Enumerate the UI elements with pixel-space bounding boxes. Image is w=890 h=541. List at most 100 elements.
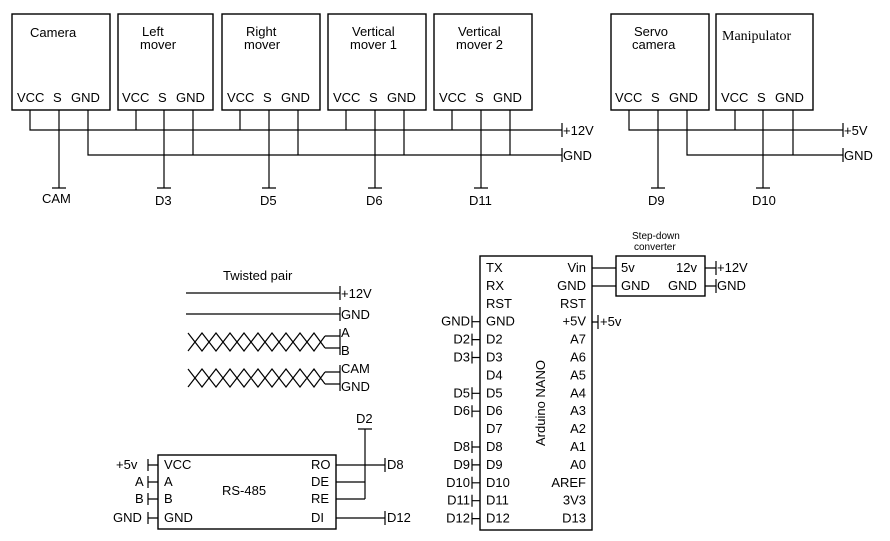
camera-pin-vcc: VCC: [17, 90, 44, 105]
arduino-right-pin: A0: [570, 457, 586, 472]
arduino-right-pin: A2: [570, 421, 586, 436]
step-down-title-1: Step-down: [632, 231, 680, 242]
arduino-left-pin: RX: [486, 278, 504, 293]
twisted-label-gnd-2: GND: [341, 379, 370, 394]
rs485-module: RS-485 VCC A B GND +5v A B GND RO DE RE …: [113, 411, 411, 530]
rs485-net-d2: D2: [356, 411, 373, 426]
servo-camera-module: Servo camera VCC S GND: [610, 13, 710, 111]
twisted-pair-cam: [187, 365, 341, 391]
arduino-left-pin: D9: [486, 457, 503, 472]
manipulator-pin-s: S: [757, 90, 766, 105]
rs485-pin-gnd: GND: [164, 510, 193, 525]
arduino-net-terminal: [471, 476, 480, 489]
vertical-mover-1-title-2: mover 1: [350, 37, 397, 52]
camera-pin-gnd: GND: [71, 90, 100, 105]
servo-camera-title-2: camera: [632, 37, 676, 52]
servo-camera-signal-label: D9: [648, 193, 665, 208]
vertical-mover-2-pin-vcc: VCC: [439, 90, 466, 105]
vertical-mover-2-pin-s: S: [475, 90, 484, 105]
arduino-left-pin: GND: [486, 314, 515, 329]
vertical-mover-1-module: Vertical mover 1 VCC S GND: [327, 13, 427, 111]
arduino-left-net: D11: [447, 493, 470, 508]
twisted-label-a: A: [341, 325, 350, 340]
servo-camera-title-1: Servo: [634, 24, 668, 39]
step-down-pin-gnd-left: GND: [621, 278, 650, 293]
arduino-right-pin: A1: [570, 439, 586, 454]
twisted-label-gnd: GND: [341, 307, 370, 322]
arduino-right-pin: A5: [570, 367, 586, 382]
rs485-pin-de: DE: [311, 474, 329, 489]
arduino-left-pin: D8: [486, 439, 503, 454]
arduino-left-pin: D3: [486, 350, 503, 365]
arduino-right-pin: A7: [570, 332, 586, 347]
vertical-mover-1-pin-gnd: GND: [387, 90, 416, 105]
arduino-left-net: D5: [453, 385, 470, 400]
arduino-left-net: D3: [453, 350, 470, 365]
step-down-pin-12v: 12v: [676, 260, 697, 275]
arduino-right-pin: 3V3: [563, 493, 586, 508]
servo-camera-pin-vcc: VCC: [615, 90, 642, 105]
right-mover-signal-label: D5: [260, 193, 277, 208]
vertical-mover-1-pin-s: S: [369, 90, 378, 105]
right-mover-pin-vcc: VCC: [227, 90, 254, 105]
rs485-pin-a: A: [164, 474, 173, 489]
arduino-net-5v: +5v: [600, 314, 622, 329]
step-down-net-gnd: GND: [717, 278, 746, 293]
twisted-label-cam: CAM: [341, 361, 370, 376]
arduino-left-pin: D11: [486, 493, 509, 508]
arduino-left-pin: D2: [486, 332, 503, 347]
arduino-left-net: D2: [453, 332, 470, 347]
twisted-pair-title: Twisted pair: [223, 268, 293, 283]
step-down-net-12v: +12V: [717, 260, 748, 275]
rs485-net-b: B: [135, 491, 144, 506]
rs485-net-5v: +5v: [116, 457, 138, 472]
right-mover-title-2: mover: [244, 37, 281, 52]
rs485-net-d8: D8: [387, 457, 404, 472]
step-down-pin-5v: 5v: [621, 260, 635, 275]
arduino-left-net: D9: [453, 457, 470, 472]
arduino-left-net: D12: [446, 511, 470, 526]
left-mover-pin-s: S: [158, 90, 167, 105]
arduino-net-terminal: [471, 405, 480, 418]
top-signal-lines: CAM D3 D5 D6 D11: [42, 110, 492, 208]
arduino-left-net: D6: [453, 403, 470, 418]
arduino-net-terminal: [471, 441, 480, 453]
servo-camera-pin-s: S: [651, 90, 660, 105]
vertical-mover-2-pin-gnd: GND: [493, 90, 522, 105]
vertical-mover-2-signal-label: D11: [469, 193, 492, 208]
arduino-right-pin: A4: [570, 385, 586, 400]
arduino-net-terminal: [471, 351, 480, 364]
twisted-label-b: B: [341, 343, 350, 358]
manipulator-title: Manipulator: [722, 29, 792, 44]
arduino-left-pin: D6: [486, 403, 503, 418]
rs485-pin-di: DI: [311, 510, 324, 525]
arduino-left-pin: RST: [486, 296, 512, 311]
arduino-left-net: D8: [453, 439, 470, 454]
servo-rail-gnd-label: GND: [844, 148, 873, 163]
step-down-title-2: converter: [634, 242, 676, 253]
arduino-left-pin: D10: [486, 475, 510, 490]
arduino-left-pin: D12: [486, 511, 510, 526]
camera-title: Camera: [30, 25, 77, 40]
arduino-net-terminal: [471, 494, 480, 507]
manipulator-module: Manipulator VCC S GND: [715, 13, 814, 111]
arduino-net-terminal: [471, 512, 480, 525]
vertical-mover-1-pin-vcc: VCC: [333, 90, 360, 105]
right-mover-module: Right mover VCC S GND: [221, 13, 321, 111]
right-mover-pin-gnd: GND: [281, 90, 310, 105]
arduino-nano-module: Arduino NANO TXRXRSTGNDD2D3D4D5D6D7D8D9D…: [441, 255, 622, 531]
left-mover-title-1: Left: [142, 24, 164, 39]
top-rail-gnd-label: GND: [563, 148, 592, 163]
arduino-net-terminal: [471, 387, 480, 400]
arduino-left-pin: TX: [486, 260, 503, 275]
arduino-left-pin: D4: [486, 367, 503, 382]
twisted-pair-ab: [187, 329, 341, 355]
arduino-left-pin: D5: [486, 385, 503, 400]
left-mover-signal-label: D3: [155, 193, 172, 208]
arduino-right-pin: GND: [557, 278, 586, 293]
servo-power-rails: +5V GND D9 D10: [628, 110, 873, 208]
right-mover-pin-s: S: [263, 90, 272, 105]
